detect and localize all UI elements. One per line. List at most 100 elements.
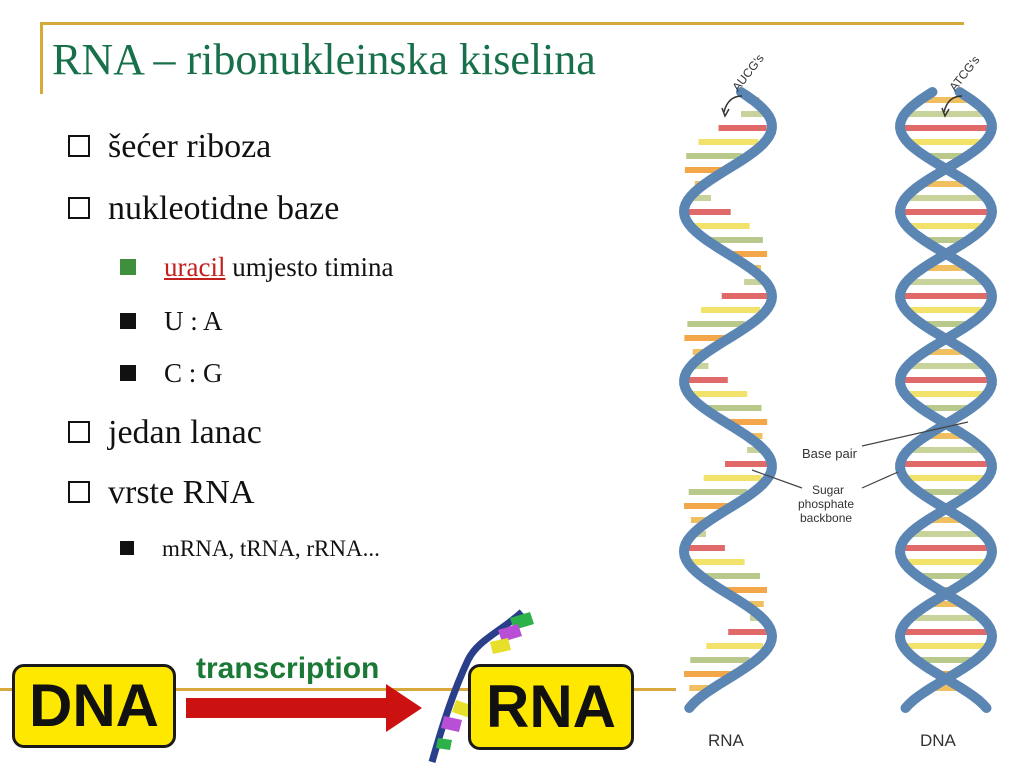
- base-pair-rung: [900, 545, 992, 551]
- bullet-text: vrste RNA: [108, 474, 255, 511]
- base-pair-rung: [909, 531, 983, 537]
- base-pair-rung: [920, 405, 972, 411]
- base-pair-rung: [927, 517, 965, 523]
- base-pair-rung: [689, 685, 712, 691]
- base-pair-rung: [747, 447, 763, 453]
- title-frame-left-line: [40, 22, 43, 94]
- base-pair-rung: [907, 363, 985, 369]
- base-pair-rung: [906, 279, 986, 285]
- base-pair-rung: [690, 223, 750, 229]
- base-pair-rung: [903, 559, 989, 565]
- base-pair-rung: [921, 181, 971, 187]
- bullet-text: šećer riboza: [108, 128, 272, 165]
- green-square-bullet-icon: [120, 258, 136, 275]
- base-pair-rung: [690, 657, 750, 663]
- rna-helix-illustration: [678, 87, 778, 713]
- base-pair-rung: [926, 433, 966, 439]
- bottom-accent-line: [0, 688, 676, 691]
- hollow-square-bullet-icon: [68, 481, 90, 504]
- mrna-strand-icon: [428, 609, 534, 763]
- base-pair-rung: [724, 461, 768, 467]
- base-pair-rung: [718, 125, 767, 131]
- base-pair-rung: [900, 209, 992, 215]
- base-pair-rung: [900, 377, 992, 383]
- base-pair-rung: [902, 643, 990, 649]
- base-pair-rung: [900, 461, 992, 467]
- backbone-label-line-3: backbone: [800, 511, 852, 525]
- base-pair-rung: [920, 97, 972, 103]
- base-pair-rung: [703, 405, 762, 411]
- sub-bullet-types: mRNA, tRNA, rRNA...: [120, 536, 380, 562]
- title-frame-top-line: [40, 22, 964, 25]
- base-pair-rung: [703, 475, 762, 481]
- base-pair-rung: [744, 601, 764, 607]
- dna-bases-pointer-icon: [943, 95, 963, 113]
- sub-bullet-uracil: uracil umjesto timina: [120, 252, 393, 283]
- base-pair-rung: [684, 671, 731, 677]
- hollow-square-bullet-icon: [68, 421, 90, 444]
- base-pair-rung: [924, 153, 968, 159]
- base-pair-rung: [900, 125, 992, 131]
- base-pair-rung: [904, 391, 988, 397]
- base-pair-rung: [728, 629, 768, 635]
- base-pair-rung: [684, 503, 728, 509]
- sugar-phosphate-backbone: [894, 87, 998, 713]
- rna-caption: RNA: [708, 731, 745, 750]
- base-pair-label: Base pair: [802, 446, 858, 461]
- base-pair-rung: [900, 629, 992, 635]
- sub-bullet-text: U : A: [164, 306, 223, 336]
- bullet-item-bases: nukleotidne baze: [68, 190, 339, 228]
- base-pair-rung: [689, 195, 712, 201]
- base-pair-rung: [687, 321, 745, 327]
- base-pair-rung: [721, 293, 767, 299]
- dna-box: [12, 664, 176, 748]
- sub-bullet-cg: C : G: [120, 358, 223, 389]
- base-pair-rung: [728, 251, 768, 257]
- rna-box: [468, 664, 634, 750]
- base-pair-rung: [687, 559, 745, 565]
- base-pair-rung: [906, 223, 986, 229]
- sub-bullet-text: mRNA, tRNA, rRNA...: [162, 536, 380, 561]
- hollow-square-bullet-icon: [68, 135, 90, 158]
- base-pair-rung: [741, 111, 765, 117]
- base-pair-rung: [684, 335, 725, 341]
- base-pair-rung: [921, 321, 971, 327]
- base-pair-rung: [688, 391, 748, 397]
- base-pair-rung: [923, 265, 969, 271]
- base-pair-rung: [690, 363, 709, 369]
- bullet-text: jedan lanac: [108, 414, 262, 451]
- base-pair-rung: [690, 517, 709, 523]
- base-pair-rung: [917, 573, 975, 579]
- black-square-bullet-icon: [120, 312, 136, 329]
- base-pair-rung: [905, 195, 987, 201]
- bullet-item-single-strand: jedan lanac: [68, 414, 262, 452]
- base-pair-rung: [916, 657, 976, 663]
- base-pair-rung: [908, 447, 984, 453]
- uracil-link[interactable]: uracil: [164, 252, 226, 282]
- red-arrow-icon: [186, 684, 422, 732]
- sub-bullet-ua: U : A: [120, 306, 223, 337]
- rna-bases-pointer-icon: [723, 95, 743, 113]
- base-pair-rung: [684, 167, 723, 173]
- base-pair-rung: [721, 587, 767, 593]
- base-pair-rung: [929, 601, 963, 607]
- base-pair-rung: [684, 377, 728, 383]
- dna-box-label: DNA: [29, 672, 159, 739]
- dna-caption: DNA: [920, 731, 957, 750]
- base-pair-rung: [907, 139, 985, 145]
- transcription-label: transcription: [196, 652, 380, 685]
- base-pair-rung: [900, 293, 992, 299]
- base-pair-rung: [706, 237, 763, 243]
- backbone-label-line-1: Sugar: [812, 483, 844, 497]
- sub-bullet-text: C : G: [164, 358, 223, 388]
- base-pair-rung: [905, 307, 987, 313]
- base-pair-rung: [904, 475, 988, 481]
- base-pair-rung: [924, 349, 968, 355]
- base-pair-rung: [686, 153, 742, 159]
- base-pair-rung: [684, 545, 725, 551]
- rna-box-label: RNA: [486, 673, 616, 740]
- sugar-phosphate-backbone: [678, 87, 778, 713]
- base-pair-rung: [744, 279, 764, 285]
